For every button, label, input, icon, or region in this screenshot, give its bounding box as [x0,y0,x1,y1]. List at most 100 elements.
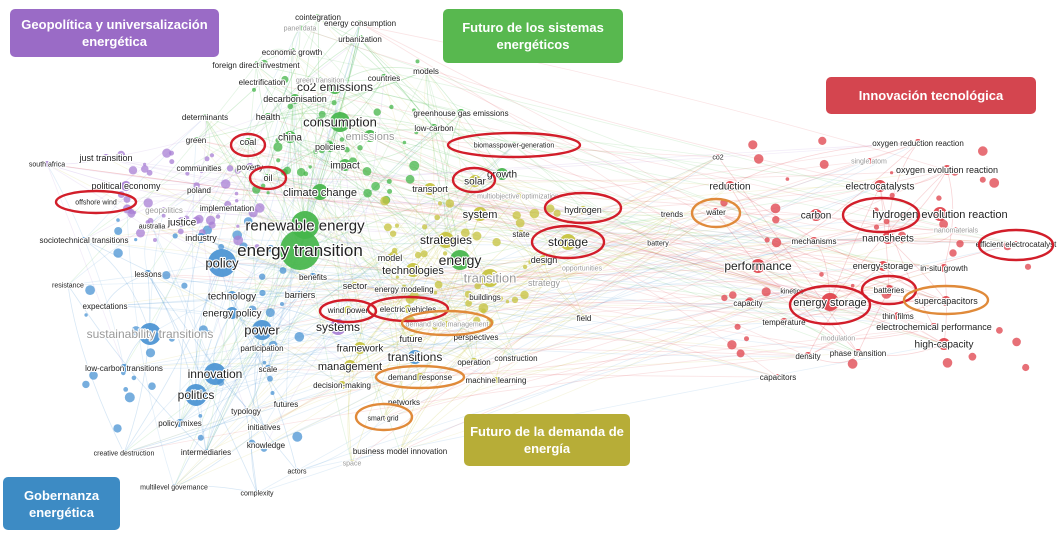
edge [231,277,491,297]
term-node [438,232,454,248]
edge [299,27,881,187]
edge [349,213,673,367]
term-node [349,460,355,466]
edge [433,127,461,261]
term-node [933,207,947,221]
edge [813,237,1017,245]
background-node [114,227,123,235]
edge [46,163,945,269]
edge [95,200,584,211]
term-label: energy consumption [324,19,396,28]
term-label: smart grid [367,415,398,422]
term-node [835,335,841,341]
edge [123,410,247,454]
edge [231,295,298,472]
background-node [460,228,470,238]
term-label: field [577,314,592,323]
edge [149,209,165,335]
edge [495,326,935,381]
term-node [202,114,208,120]
term-label: wind power [327,306,369,315]
background-node [409,160,420,171]
background-node [472,231,482,241]
term-label: lessons [134,270,161,279]
edge [123,273,150,454]
background-node [363,188,372,198]
highlight-ring [229,132,267,158]
term-node [424,183,436,195]
edge [267,116,793,292]
edge [495,211,717,381]
term-label: cointegration [295,13,341,22]
edge [265,336,477,446]
edge [299,173,503,296]
term-label: efficient electrocatalyst [976,240,1058,249]
edge [104,305,361,349]
edge [67,284,125,454]
edge [425,70,449,241]
edge [205,136,291,453]
term-label: hydrogen evolution reaction [872,209,1007,221]
edge [231,312,405,403]
edge [567,169,948,243]
background-node [331,100,337,106]
edge [147,141,249,275]
edge [495,290,793,381]
edge [265,323,448,446]
term-label: density [795,352,820,361]
background-node [515,218,525,228]
edge [354,285,585,319]
edge [195,213,941,396]
edge [359,38,435,129]
edge [256,160,870,494]
edge [319,79,1017,245]
edge [359,38,503,175]
edge [231,269,414,314]
term-label: carbon [801,211,832,222]
edge [294,98,421,378]
term-node [254,490,260,496]
term-label: transition [464,271,517,286]
edge [144,209,165,275]
edge [267,38,361,118]
term-node [185,384,207,406]
term-node [380,415,386,421]
edge [198,146,331,169]
edge [369,135,809,357]
term-label: oxygen evolution reaction [896,165,998,175]
highlight-ring [543,191,623,225]
background-node [131,375,137,381]
background-node [254,244,260,249]
term-label: opportunities [562,265,603,272]
edge [337,77,385,328]
edge [267,169,948,182]
term-node [882,232,894,244]
edge [337,164,349,328]
edge [261,347,809,357]
edge [369,135,503,175]
edge [403,185,731,403]
background-node [123,387,129,392]
term-label: energy policy [203,309,262,320]
background-node [234,167,241,174]
background-node [380,196,390,206]
term-label: modulation [821,335,855,342]
edge [105,157,793,292]
background-node [512,211,521,220]
edge [289,136,412,340]
edge [247,141,391,259]
edge [289,136,416,358]
background-node [248,305,257,314]
edge [195,139,477,338]
edge [382,213,481,419]
edge [294,98,371,137]
edge [179,16,319,424]
edge [95,142,919,203]
term-node [297,25,303,31]
edge [173,188,431,488]
background-node [339,137,345,142]
edge [104,273,149,307]
edge [204,116,351,367]
